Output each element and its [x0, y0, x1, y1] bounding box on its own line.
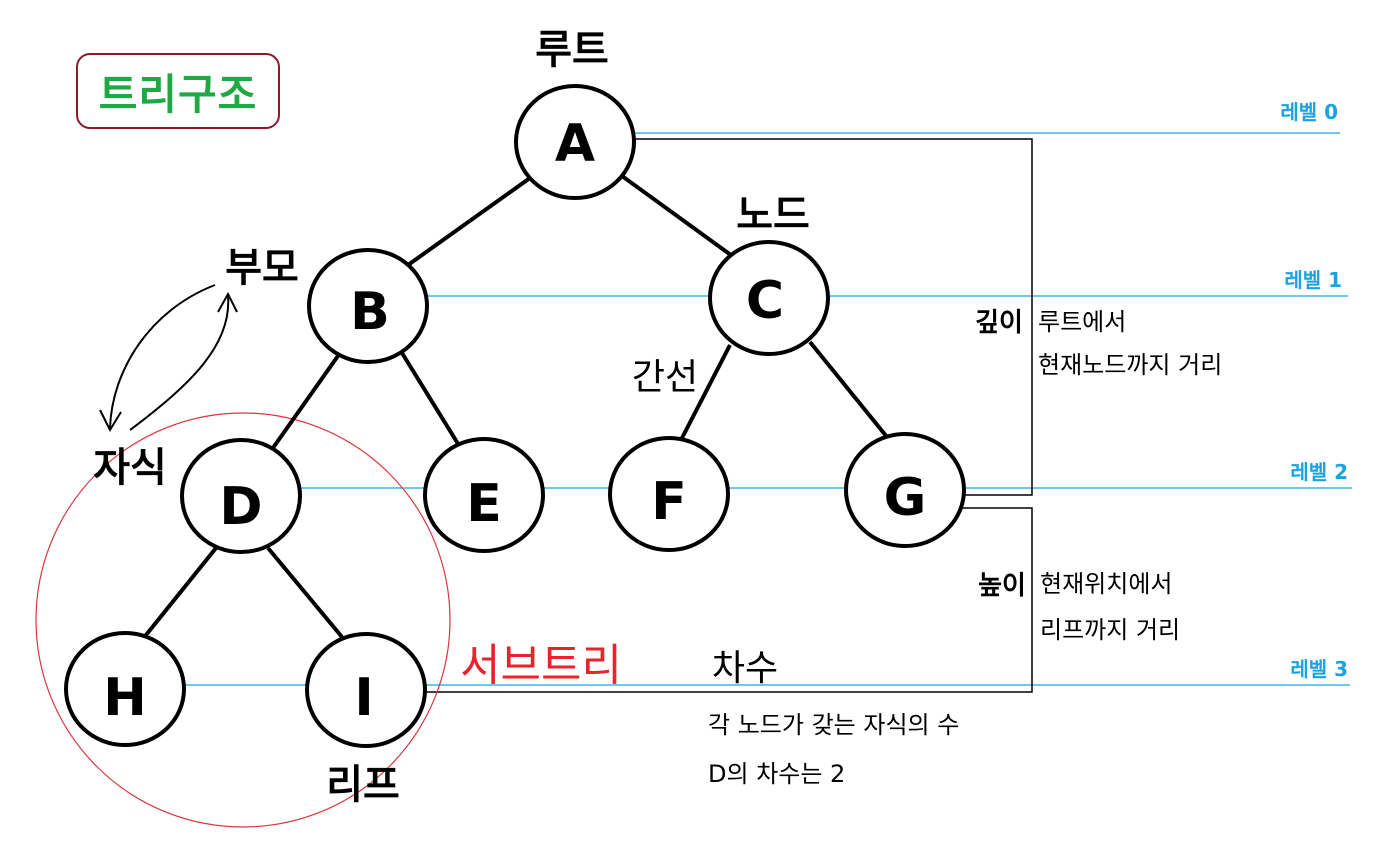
node-h: H: [64, 631, 186, 747]
parent-label: 부모: [225, 245, 299, 291]
depth-bracket: [612, 138, 1033, 496]
node-e-label: E: [466, 474, 502, 534]
level-1-label: 레벨 1: [1284, 268, 1342, 292]
degree-desc-line1: 각 노드가 갖는 자식의 수: [708, 711, 959, 739]
title-box: 트리구조: [76, 53, 280, 129]
node-f: F: [608, 436, 730, 552]
child-label: 자식: [93, 445, 167, 491]
node-h-label: H: [103, 668, 147, 728]
root-label: 루트: [535, 27, 609, 73]
node-b-label: B: [350, 282, 390, 342]
node-b: B: [307, 248, 429, 364]
edge-d-h: [140, 546, 218, 642]
degree-label: 차수: [712, 648, 778, 689]
node-g: G: [844, 432, 966, 548]
child-to-parent-arrowhead: [217, 291, 238, 313]
node-i-label: I: [354, 668, 373, 728]
depth-label: 깊이: [975, 308, 1023, 338]
level-2-label: 레벨 2: [1290, 460, 1348, 484]
depth-desc-line1: 루트에서: [1038, 308, 1126, 336]
edge-b-d: [266, 351, 342, 457]
leaf-label: 리프: [326, 762, 400, 808]
node-i: I: [305, 632, 427, 748]
degree-desc-line2: D의 차수는 2: [708, 760, 845, 788]
node-c: C: [708, 240, 830, 356]
node-a-label: A: [555, 114, 595, 174]
parent-to-child-arrowhead: [99, 409, 122, 433]
depth-desc-line2: 현재노드까지 거리: [1038, 351, 1222, 379]
edge-label: 간선: [632, 357, 698, 398]
node-d-label: D: [219, 477, 262, 537]
edge-d-i: [266, 546, 344, 639]
level-3-label: 레벨 3: [1290, 657, 1348, 681]
node-term-label: 노드: [736, 192, 810, 238]
edge-a-b: [406, 176, 532, 267]
edge-c-f: [679, 344, 732, 441]
edge-b-e: [400, 351, 462, 449]
height-desc-line1: 현재위치에서: [1040, 570, 1172, 598]
node-c-label: C: [746, 271, 784, 331]
subtree-circle: [35, 412, 451, 828]
node-a: A: [514, 84, 636, 200]
node-g-label: G: [884, 468, 927, 528]
node-e: E: [423, 437, 545, 553]
height-bracket: [380, 507, 1033, 693]
node-f-label: F: [651, 472, 687, 532]
edge-c-g: [808, 340, 889, 439]
child-to-parent-arrow: [129, 295, 230, 431]
node-d: D: [180, 438, 302, 554]
diagram-title: 트리구조: [98, 69, 258, 119]
level-0-label: 레벨 0: [1280, 100, 1338, 124]
parent-to-child-arrow: [109, 284, 216, 429]
subtree-label: 서브트리: [460, 640, 622, 691]
height-desc-line2: 리프까지 거리: [1040, 616, 1180, 644]
edge-a-c: [620, 174, 737, 260]
height-label: 높이: [978, 571, 1026, 601]
